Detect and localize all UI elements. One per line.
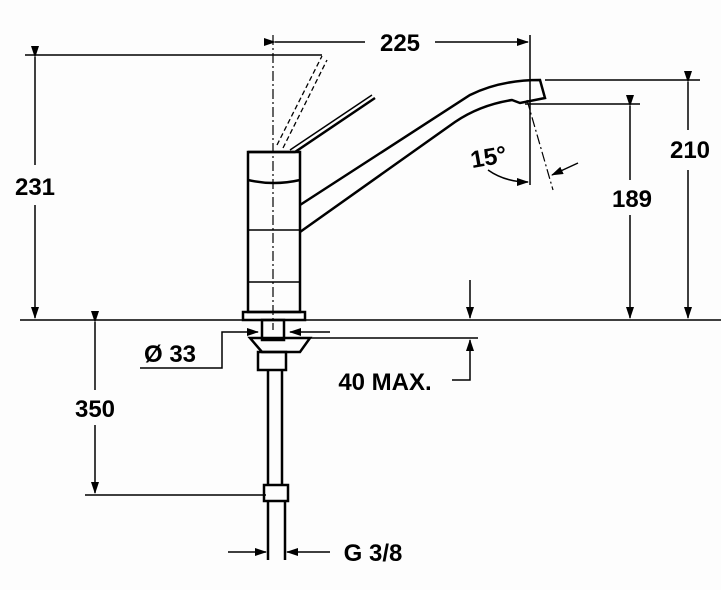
dim-210: 210 xyxy=(670,137,710,164)
lever xyxy=(248,96,376,154)
dim-diameter: Ø 33 xyxy=(144,341,196,368)
spout-axis xyxy=(526,99,554,191)
spout xyxy=(299,78,547,234)
dim-angle: 15° xyxy=(468,141,508,174)
faucet-body xyxy=(241,150,307,322)
dim-connection: G 3/8 xyxy=(344,540,403,567)
dim-max-thickness: 40 MAX. xyxy=(338,369,431,396)
dim-350: 350 xyxy=(75,396,115,423)
dim-189: 189 xyxy=(612,186,652,213)
mounting-parts xyxy=(247,318,313,560)
dim-231: 231 xyxy=(15,174,55,201)
dim-225: 225 xyxy=(380,30,420,57)
lever-open-position xyxy=(276,55,328,149)
